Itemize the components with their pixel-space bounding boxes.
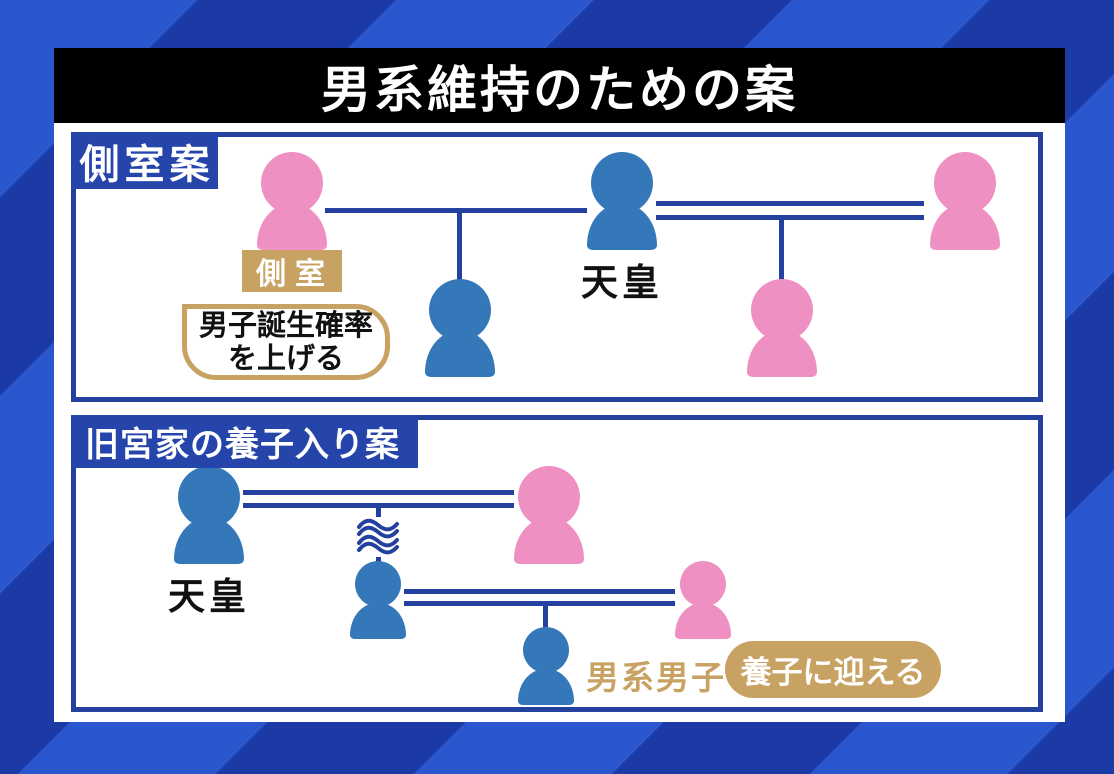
proposal1-heading: 側室案 [71, 132, 218, 189]
title-banner: 男系維持のための案 [54, 48, 1065, 123]
proposal2-heading: 旧宮家の養子入り案 [71, 415, 418, 468]
page-title: 男系維持のための案 [321, 60, 798, 119]
